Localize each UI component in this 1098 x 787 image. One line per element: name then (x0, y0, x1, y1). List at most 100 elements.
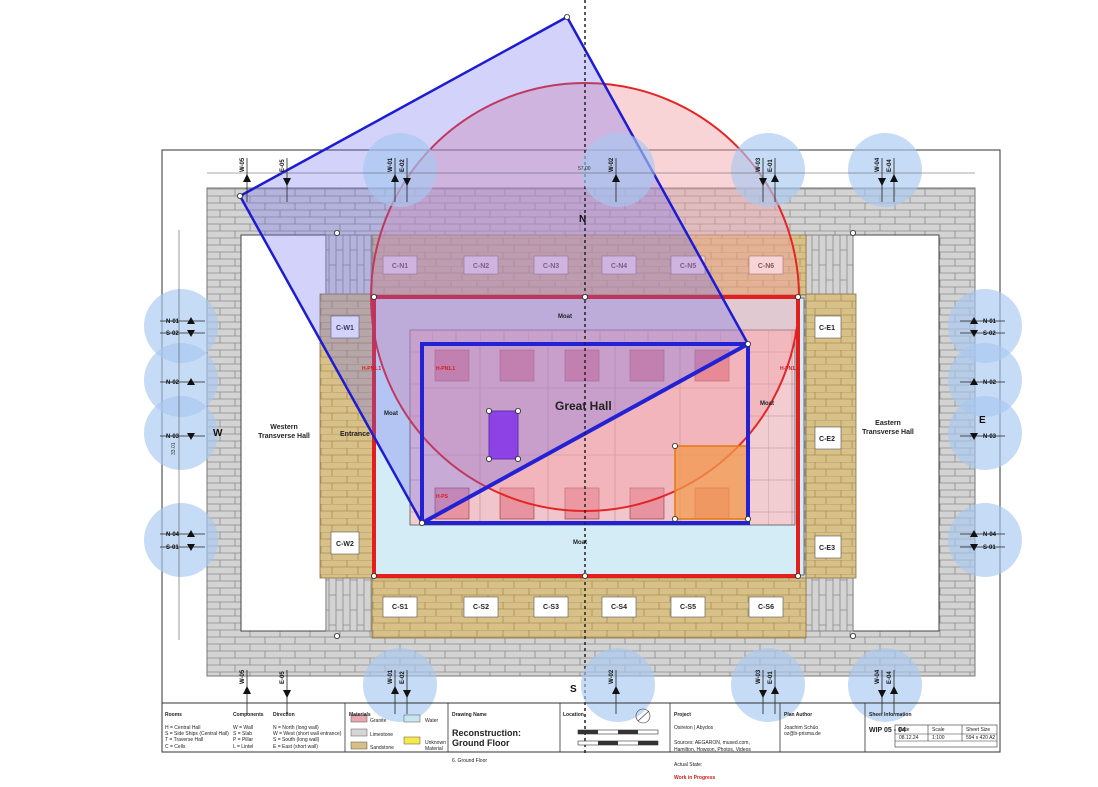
south-cell-band (371, 577, 807, 639)
vertex-point (370, 573, 377, 580)
section-arrow (243, 686, 251, 694)
vertex-point (850, 633, 857, 640)
pillar-label-south: H-PS (436, 494, 449, 500)
vertex-point (370, 293, 377, 300)
purple-rectangle (488, 410, 519, 460)
vertex-point (582, 573, 589, 580)
section-arrow (391, 174, 399, 182)
section-label: W-02 (609, 669, 615, 684)
material-unknown: Unknown Material (425, 740, 446, 753)
cell-south (601, 596, 637, 618)
entrance-label: Entrance (340, 431, 370, 438)
section-label: E-01 (768, 671, 774, 684)
cell-south-label: C-S4 (611, 604, 627, 611)
section-arrow (970, 530, 978, 537)
cell-north (463, 255, 499, 275)
orange-square (674, 445, 749, 520)
cell-north (601, 255, 637, 275)
section-arrow (403, 690, 411, 698)
section-label: E-05 (280, 671, 286, 684)
direction-list-item: N = North (long wall) (273, 724, 319, 731)
cell-north-label: C-N1 (392, 263, 408, 270)
date-label: Date (899, 727, 910, 733)
date-value: 08.12.24 (899, 735, 919, 741)
rooms-list-item: H = Central Hall (165, 724, 201, 731)
section-label: N-04 (983, 532, 997, 538)
marker-circle (144, 503, 218, 577)
cell-east-label: C-E2 (819, 436, 835, 443)
vertex-point (485, 407, 492, 414)
south-label: S (570, 684, 577, 695)
section-label: E-04 (887, 671, 893, 684)
moat-top-label: Moat (558, 314, 572, 320)
sheet-number: WIP 05 - 04 (869, 726, 906, 734)
cell-north-label: C-N5 (680, 263, 696, 270)
material-swatch (350, 741, 368, 750)
section-arrow (970, 330, 978, 337)
marker-circle (848, 133, 922, 207)
western-transverse-hall (240, 234, 327, 632)
rooms-title: Rooms (165, 712, 182, 719)
section-label: W-05 (240, 157, 246, 172)
eastern-transverse-hall (852, 234, 940, 632)
north-cell-band (371, 234, 807, 296)
size-value: 594 x 420 A2 (966, 735, 996, 741)
section-arrow (878, 690, 886, 698)
marker-circle (581, 133, 655, 207)
direction-list-item: W = West (short wall entrance) (273, 731, 342, 737)
sheet-table (894, 724, 998, 748)
plan-author-block: Plan Author Joachim Schüo oz@b-prisma.de (784, 706, 864, 744)
scale-label: Scale (932, 727, 945, 733)
cell-south (463, 596, 499, 618)
section-arrow (759, 178, 767, 186)
material-swatch (403, 736, 421, 745)
direction-title: Direction (273, 712, 295, 719)
state-value: Work in Progress (674, 774, 716, 781)
section-arrow (243, 174, 251, 182)
cell-north-label: C-N2 (473, 263, 489, 270)
marker-circle (581, 648, 655, 722)
direction-list-item: S = South (long wall) (273, 737, 320, 744)
cell-north (382, 255, 418, 275)
section-arrow (187, 433, 195, 440)
vertex-point (485, 455, 492, 462)
components-list-item: P = Pillar (233, 737, 254, 744)
cell-north-label: C-N3 (543, 263, 559, 270)
cell-north-label: C-N6 (758, 263, 774, 270)
drawing-sub: 6. Ground Floor (452, 757, 488, 764)
cell-south (670, 596, 706, 618)
components-list-item: S = Slab (233, 731, 253, 737)
moat-left-label: Moat (384, 411, 398, 417)
section-label: E-05 (280, 159, 286, 172)
location-block: Location (563, 706, 584, 725)
marker-circle (731, 133, 805, 207)
section-label: S-02 (166, 331, 179, 337)
cell-south-label: C-S6 (758, 604, 774, 611)
pillar-label-left: H-PN1.1 (362, 366, 381, 372)
vertex-point (333, 229, 340, 236)
material-swatches (350, 714, 421, 750)
sources: Sources: AEGARON, mused.com, Hamilton, H… (674, 740, 751, 753)
project-name: Osireion | Abydos (674, 724, 714, 731)
section-arrow (187, 544, 195, 551)
direction-list-item: E = East (short wall) (273, 743, 318, 750)
location-title: Location (563, 712, 584, 719)
section-arrow (759, 690, 767, 698)
cell-south (382, 596, 418, 618)
drawing-name-title: Drawing Name (452, 712, 487, 719)
materials-legend: Materials (349, 706, 445, 725)
section-arrow (283, 690, 291, 698)
section-label: N-03 (983, 434, 997, 440)
cell-north-label: C-N4 (611, 263, 627, 270)
project-title: Project (674, 712, 691, 719)
section-arrow (970, 433, 978, 440)
marker-circle (144, 289, 218, 363)
location-scalebar (577, 708, 659, 746)
plan-author: Joachim Schüo oz@b-prisma.de (784, 724, 821, 737)
vertex-point (745, 340, 752, 347)
vertex-point (582, 293, 589, 300)
material-limestone: Limestone (370, 732, 394, 738)
